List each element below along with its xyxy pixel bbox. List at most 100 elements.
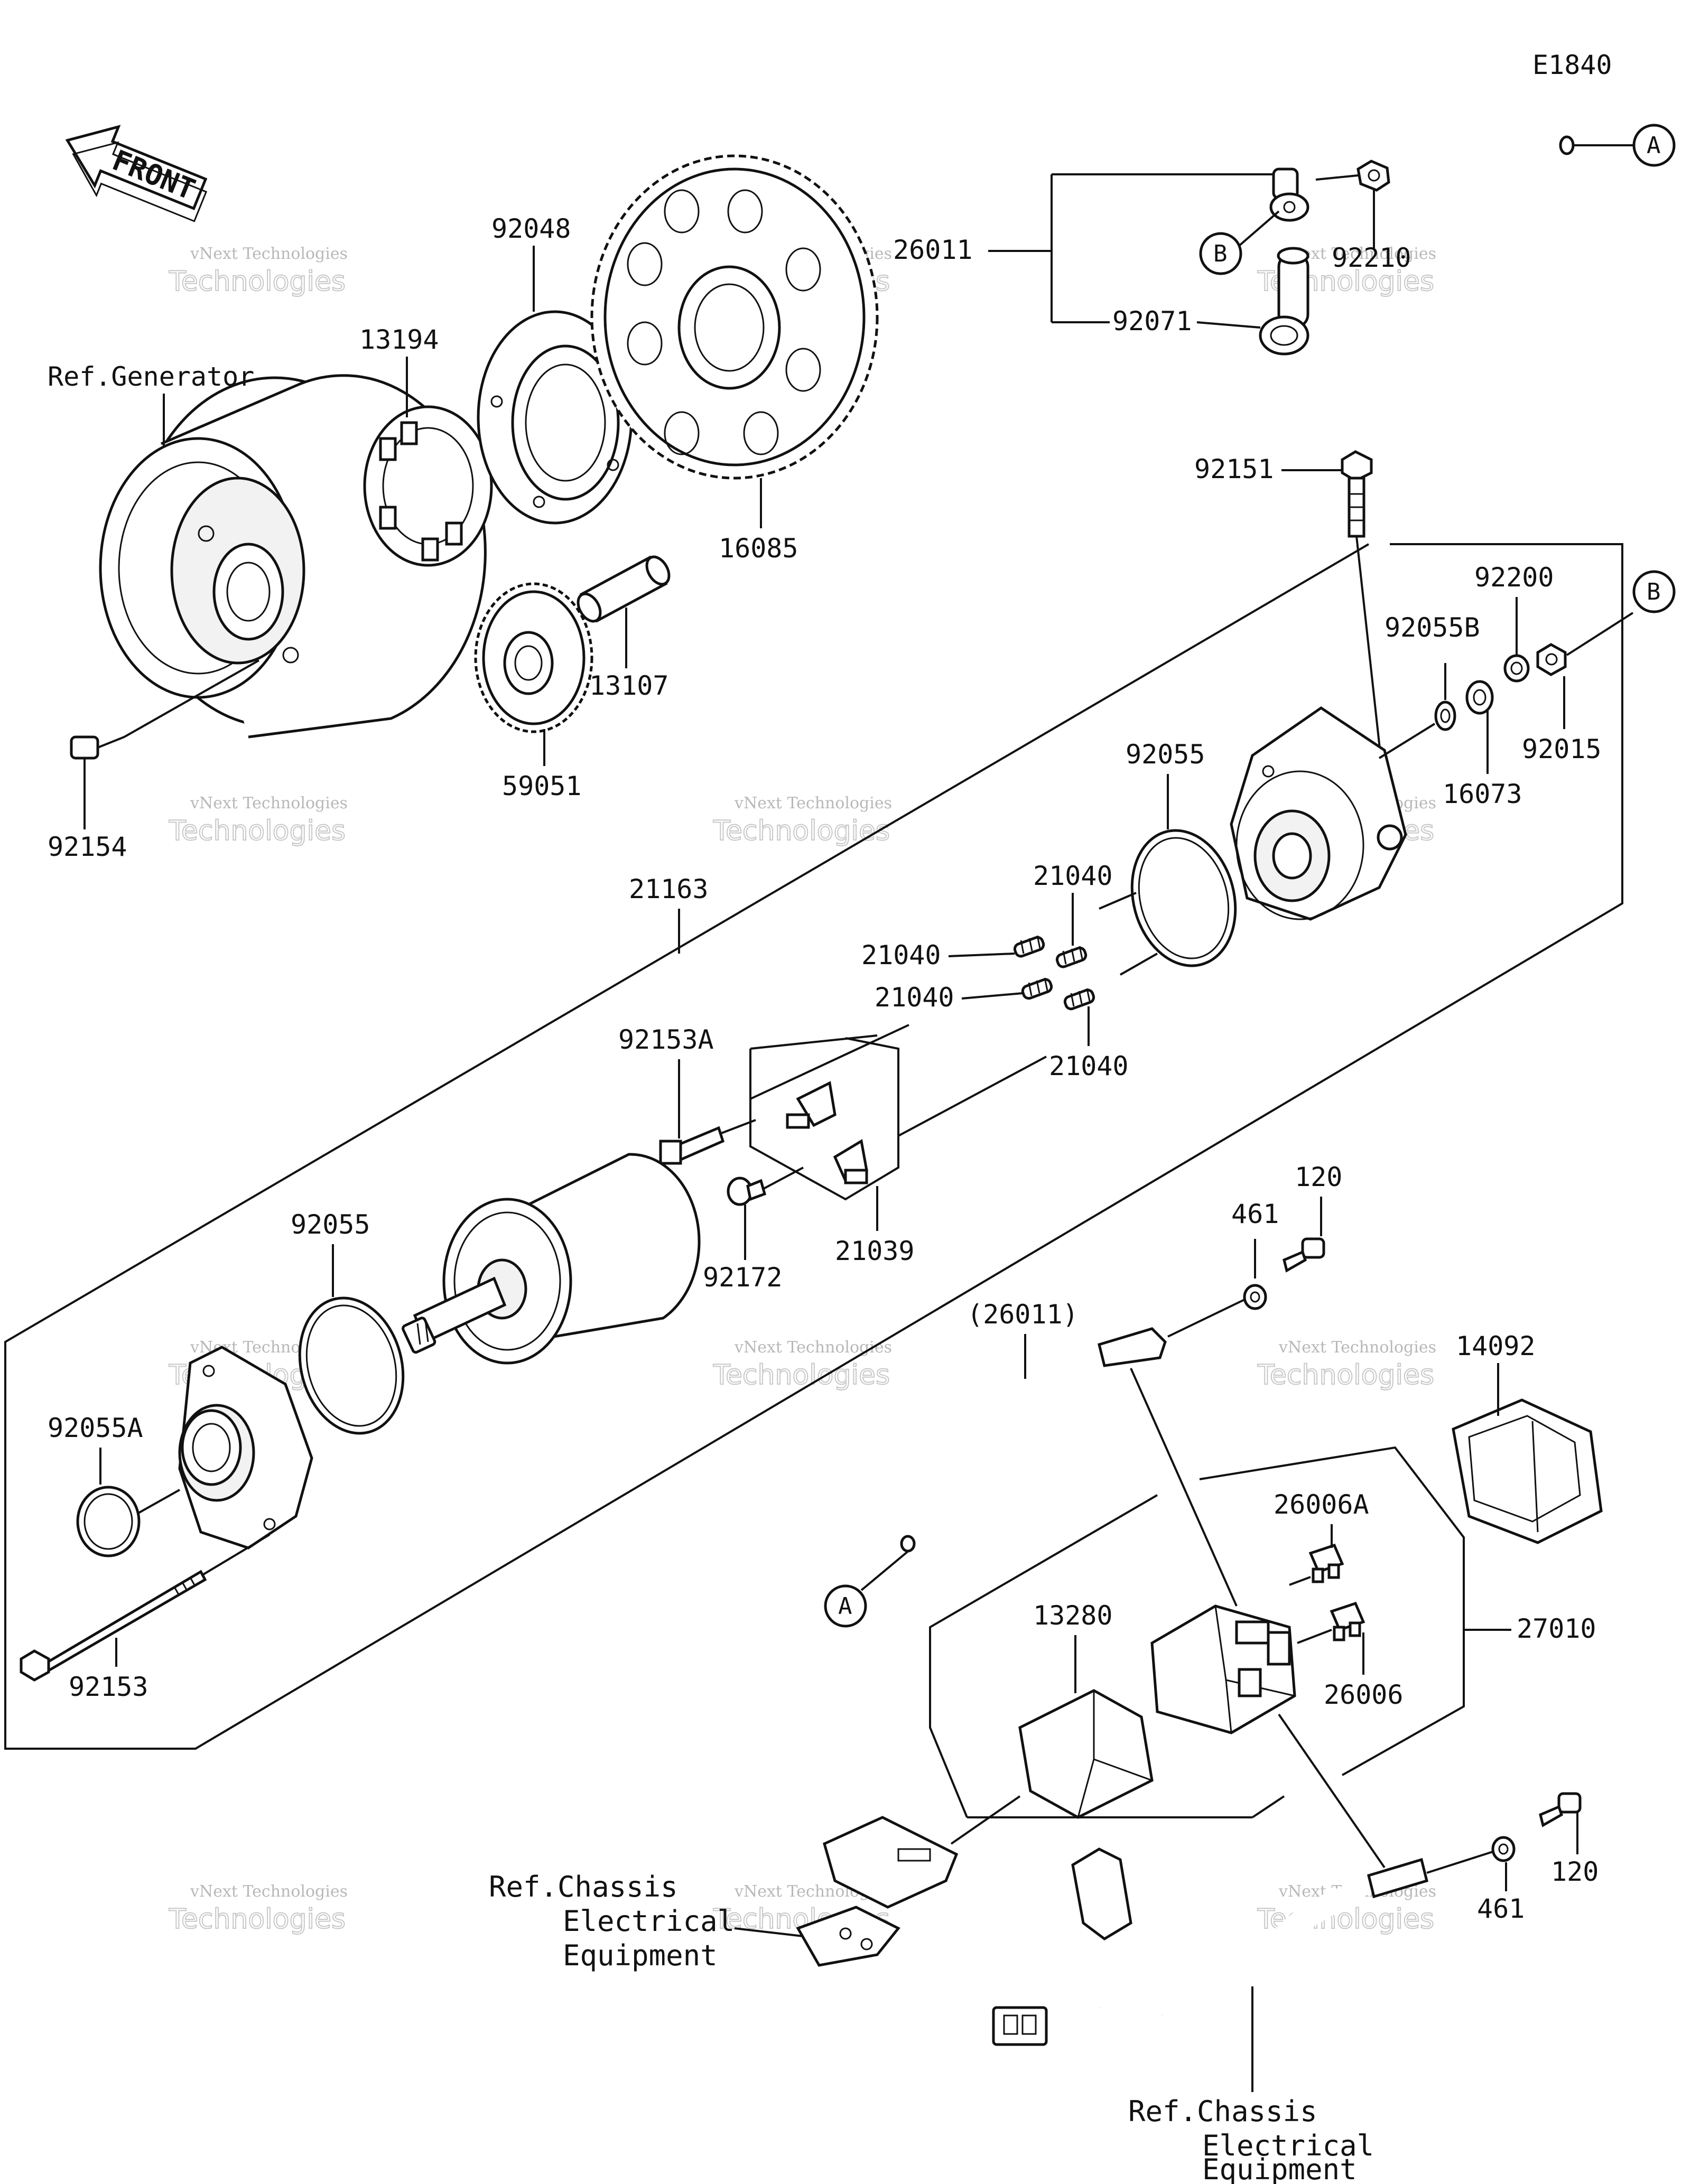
part-label-92153: 92153 xyxy=(69,1672,148,1702)
bolt-92153A xyxy=(659,1126,725,1165)
part-label-26006: 26006 xyxy=(1324,1679,1404,1710)
part-label-59051: 59051 xyxy=(502,771,582,801)
spring-21040-b xyxy=(1055,946,1088,968)
starter-clutch-13194 xyxy=(363,405,493,567)
watermark-text: Technologies xyxy=(169,266,346,297)
part-label-92210: 92210 xyxy=(1332,242,1411,273)
part-label-26006A: 26006A xyxy=(1274,1489,1369,1520)
ref-chassis-label-2-line2: Electrical xyxy=(1202,2129,1374,2162)
starter-cable-26011 xyxy=(1269,92,1575,222)
part-label-92015: 92015 xyxy=(1522,734,1602,764)
bushing-16073 xyxy=(1465,680,1494,715)
part-label-461-top: 461 xyxy=(1231,1199,1279,1229)
brush-holder-21039 xyxy=(786,1081,868,1184)
o-ring-92055-top xyxy=(1130,829,1237,967)
bolt-92154 xyxy=(70,735,125,760)
brush-holder-bracket xyxy=(749,1037,899,1201)
part-label-21040-a: 21040 xyxy=(1033,861,1113,891)
spring-21040-a xyxy=(1013,935,1045,958)
fuse-26006 xyxy=(1330,1601,1365,1641)
part-label-92055A: 92055A xyxy=(48,1413,143,1443)
relay-harness xyxy=(992,1847,1429,2046)
part-label-461-low: 461 xyxy=(1477,1893,1525,1924)
part-label-92172: 92172 xyxy=(703,1262,783,1293)
washer-92200 xyxy=(1503,654,1530,683)
bolt-120-low xyxy=(1539,1792,1582,1827)
part-label-27010: 27010 xyxy=(1517,1613,1596,1644)
part-label-21039: 21039 xyxy=(835,1236,915,1266)
watermark-text: vNext Technologies xyxy=(190,794,348,813)
ref-chassis-label-1-line1: Ref.Chassis xyxy=(489,1870,678,1903)
part-label-13194: 13194 xyxy=(359,324,439,355)
ref-chassis-label-1-line3: Equipment xyxy=(563,1939,718,1972)
watermark-text: vNext Technologies xyxy=(734,794,892,813)
watermark-text: vNext Technologies xyxy=(734,1338,892,1357)
nut-92015 xyxy=(1536,643,1567,676)
front-cover xyxy=(178,1346,313,1550)
bolt-92153 xyxy=(20,1570,207,1682)
part-label-92154: 92154 xyxy=(48,832,127,862)
washer-92055B xyxy=(1434,701,1456,731)
cable-26011-ref xyxy=(900,1327,1167,1553)
part-label-21040-c: 21040 xyxy=(875,982,954,1013)
watermark-text: vNext Technologies xyxy=(190,245,348,263)
front-arrow-icon: FRONT xyxy=(65,125,208,222)
relay-bracket xyxy=(796,1816,959,1967)
watermark-text: Technologies xyxy=(1257,1359,1434,1391)
part-label-13280: 13280 xyxy=(1033,1600,1113,1631)
cover-92071 xyxy=(1259,247,1309,356)
part-label-21163: 21163 xyxy=(629,874,709,904)
part-label-26011: 26011 xyxy=(893,235,973,265)
assembly-frame-21163 xyxy=(4,543,1623,1750)
watermark-text: Technologies xyxy=(169,815,346,847)
spring-21040-c xyxy=(1021,977,1053,1000)
armature-shaft xyxy=(402,1276,507,1354)
fuse-26006A xyxy=(1308,1543,1344,1583)
ref-chassis-label-1-line2: Electrical xyxy=(563,1905,735,1938)
starter-gear-16085 xyxy=(590,154,879,480)
part-label-92200: 92200 xyxy=(1474,562,1554,593)
part-label-120-top: 120 xyxy=(1295,1162,1342,1192)
ref-chassis-label-2-line1: Ref.Chassis xyxy=(1128,2095,1317,2128)
part-label-92071: 92071 xyxy=(1112,306,1192,337)
bolt-120-top xyxy=(1283,1237,1325,1273)
relay-13280 xyxy=(1018,1689,1154,1819)
callout-b-right: B xyxy=(1647,578,1661,605)
part-label-26011-ref: (26011) xyxy=(967,1299,1079,1330)
washer-461-low xyxy=(1491,1836,1516,1862)
screw-92172 xyxy=(727,1177,767,1206)
front-label: FRONT xyxy=(108,144,200,207)
callout-a-top: A xyxy=(1647,132,1661,159)
part-label-21040-d: 21040 xyxy=(1049,1051,1129,1081)
bolt-92151 xyxy=(1341,450,1373,538)
part-label-92055B: 92055B xyxy=(1385,612,1480,643)
part-label-16085: 16085 xyxy=(719,533,798,564)
o-ring-92055-low xyxy=(298,1296,405,1435)
callout-a-bottom: A xyxy=(838,1593,852,1620)
watermark-text: Technologies xyxy=(169,1903,346,1935)
diagram-code: E1840 xyxy=(1532,50,1612,80)
part-label-120-low: 120 xyxy=(1551,1856,1599,1887)
o-ring-92055A xyxy=(76,1486,141,1557)
shaft-13107 xyxy=(577,555,671,623)
starter-relay xyxy=(1150,1604,1296,1734)
part-label-92151: 92151 xyxy=(1194,454,1274,484)
idle-gear-59051 xyxy=(474,582,593,733)
relay-assembly-frame-27010 xyxy=(1199,1446,1465,1776)
part-label-14092: 14092 xyxy=(1456,1331,1536,1361)
washer-461-top xyxy=(1243,1284,1267,1310)
nut-92210 xyxy=(1356,160,1390,192)
rear-cover xyxy=(1230,706,1407,921)
ref-generator-label: Ref.Generator xyxy=(48,361,254,392)
watermark-text: Technologies xyxy=(713,1359,890,1391)
part-label-13107: 13107 xyxy=(589,670,669,701)
part-label-21040-b: 21040 xyxy=(861,940,941,970)
part-label-16073: 16073 xyxy=(1443,779,1522,809)
watermark-text: vNext Technologies xyxy=(190,1882,348,1901)
bearing-92048 xyxy=(477,310,633,525)
watermark-text: Technologies xyxy=(713,815,890,847)
watermark-text: vNext Technologies xyxy=(1278,1338,1436,1357)
relay-cover-14092 xyxy=(1452,1398,1603,1544)
callout-b-top: B xyxy=(1213,240,1228,267)
